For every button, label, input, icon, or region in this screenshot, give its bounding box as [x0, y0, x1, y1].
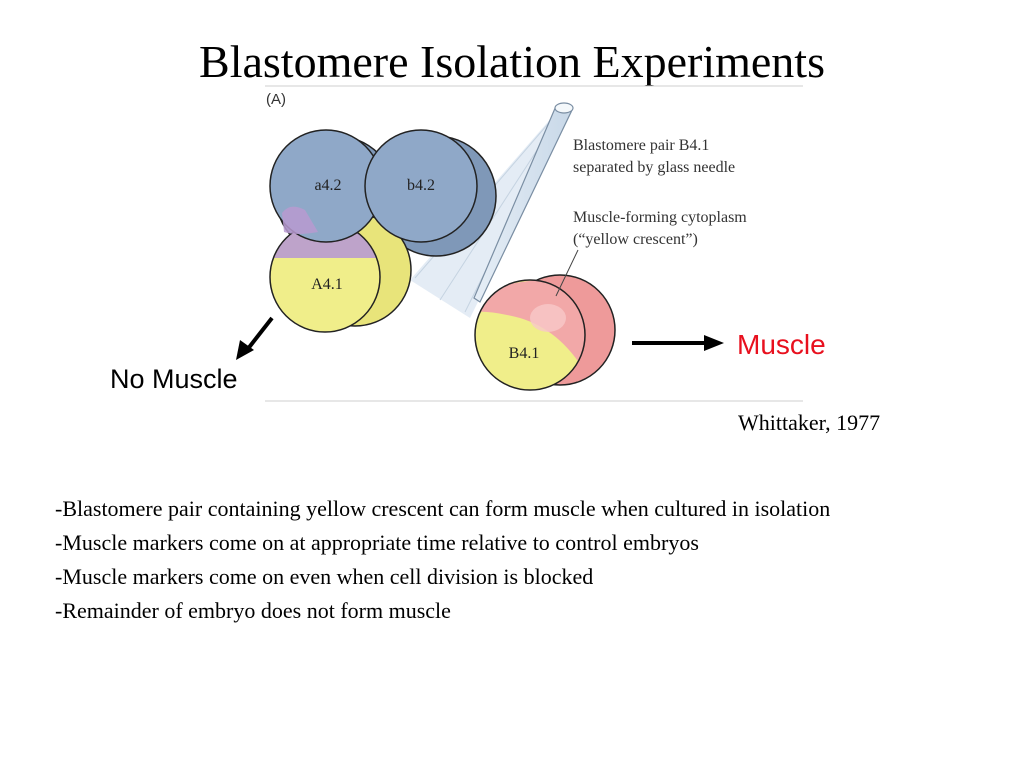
bullet-item: -Muscle markers come on at appropriate t…	[55, 530, 699, 555]
crescent-leader-line	[555, 249, 579, 297]
muscle-label: Muscle	[737, 329, 826, 360]
cell-b41-label: B4.1	[509, 345, 540, 362]
needle-tip	[554, 102, 574, 114]
cell-a42-label: a4.2	[314, 177, 341, 194]
citation: Whittaker, 1977	[738, 410, 881, 435]
crescent-annotation-line2: (“yellow crescent”)	[573, 231, 698, 248]
needle-annotation-line1: Blastomere pair B4.1	[573, 137, 709, 154]
panel-label: (A)	[266, 91, 286, 108]
crescent-annotation-line1: Muscle-forming cytoplasm	[573, 209, 747, 226]
cell-b41: B4.1	[474, 279, 586, 391]
cell-a41-label: A4.1	[311, 276, 343, 293]
cell-b42: b4.2	[364, 129, 478, 243]
slide-title: Blastomere Isolation Experiments	[199, 36, 825, 87]
bullet-list: -Blastomere pair containing yellow cresc…	[55, 492, 935, 628]
bullet-item: -Blastomere pair containing yellow cresc…	[55, 496, 831, 521]
bullet-item: -Muscle markers come on even when cell d…	[55, 564, 594, 589]
no-muscle-arrow	[236, 316, 274, 360]
muscle-arrow	[632, 335, 724, 351]
cell-b42-label: b4.2	[407, 177, 435, 194]
no-muscle-label: No Muscle	[110, 364, 238, 394]
blastomere-figure: (A) A4.1 a4.2 b4.2 B4.1 Blastomere pair …	[110, 85, 826, 402]
cell-a42: a4.2	[269, 129, 383, 243]
needle-annotation-line2: separated by glass needle	[573, 159, 735, 176]
bullet-item: -Remainder of embryo does not form muscl…	[55, 598, 451, 623]
